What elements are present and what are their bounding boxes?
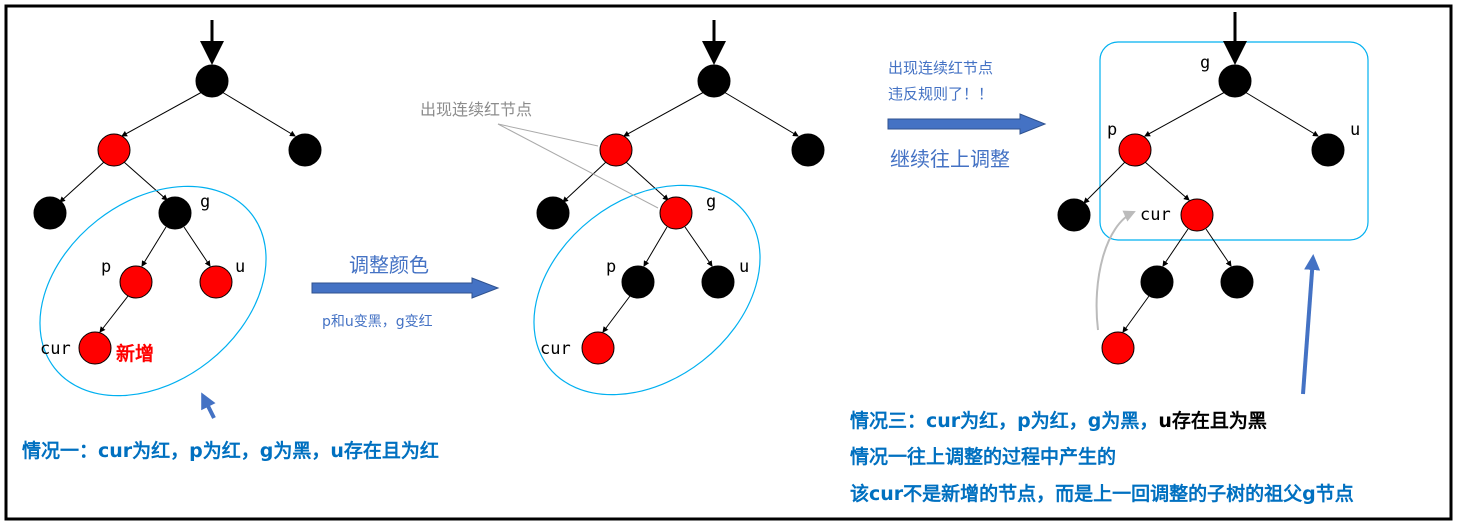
u-label: u <box>235 257 245 277</box>
pointer-arrow <box>1301 254 1321 395</box>
new-node-label: 新增 <box>116 342 154 365</box>
tree-1 <box>33 20 322 397</box>
curved-pointer-arrow <box>1095 210 1136 331</box>
case3-line2: 情况一往上调整的过程中产生的 <box>850 445 1116 468</box>
subtree-ellipse <box>39 185 267 397</box>
cur-label: cur <box>540 339 571 359</box>
p-node <box>119 265 153 299</box>
adjust-color-subtitle: p和u变黑，g变红 <box>322 314 433 330</box>
consecutive-red-note: 出现连续红节点 <box>420 100 532 119</box>
case1-text: 情况一：cur为红，p为红，g为黑，u存在且为红 <box>22 439 439 462</box>
continue-up-title: 继续往上调整 <box>890 147 1010 171</box>
g-label: g <box>706 192 716 212</box>
tree-2 <box>533 20 825 396</box>
violation-line2: 违反规则了！！ <box>888 85 993 103</box>
cur-node <box>78 331 112 365</box>
g-label: g <box>200 192 210 212</box>
cur-label: cur <box>40 339 71 359</box>
g-label: g <box>1200 53 1210 73</box>
right-arrow <box>887 113 1047 135</box>
violation-line1: 出现连续红节点 <box>888 59 993 77</box>
p-label: p <box>606 257 616 277</box>
g-node <box>158 196 192 230</box>
p-label: p <box>101 257 111 277</box>
black-node <box>288 133 322 167</box>
case3-text: 情况三：cur为红，p为红，g为黑，u存在且为黑 <box>850 409 1267 432</box>
u-node <box>199 265 233 299</box>
black-node <box>33 196 67 230</box>
outer-border <box>4 4 1453 521</box>
cur-label: cur <box>1140 205 1171 225</box>
case3-black-part: u存在且为黑 <box>1158 409 1267 432</box>
adjust-color-title: 调整颜色 <box>349 253 429 277</box>
right-arrow <box>311 277 500 299</box>
pointer-arrow <box>201 392 216 419</box>
case3-line3: 该cur不是新增的节点，而是上一回调整的子树的祖父g节点 <box>850 482 1354 505</box>
case3-blue-part: 情况三：cur为红，p为红，g为黑， <box>850 409 1158 432</box>
tree-3 <box>1057 12 1369 365</box>
u-label: u <box>739 257 749 277</box>
note-pointer <box>497 123 659 209</box>
note-pointer <box>497 123 599 147</box>
p-label: p <box>1107 120 1117 140</box>
root-node <box>195 64 229 98</box>
u-label: u <box>1350 120 1360 140</box>
red-node <box>97 133 131 167</box>
